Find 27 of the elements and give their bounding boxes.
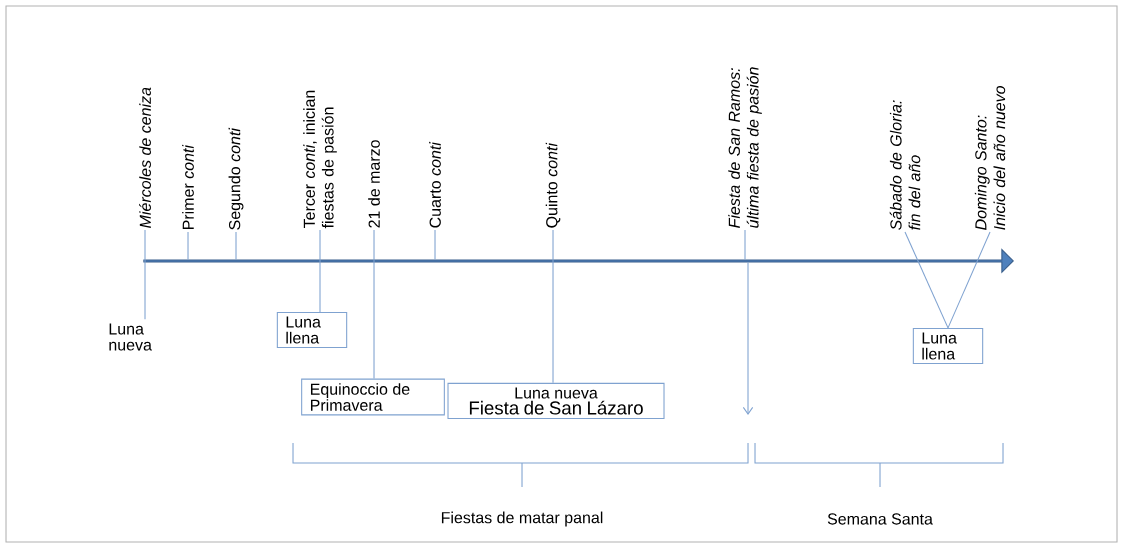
leader-line xyxy=(744,229,746,260)
timeline-label: Segundo conti xyxy=(228,127,244,230)
leader-line xyxy=(144,229,146,320)
leader-line xyxy=(235,231,237,260)
event-label: Luna nueva xyxy=(109,323,152,351)
leader-line xyxy=(904,231,949,329)
leader-line xyxy=(947,231,991,329)
event-box: Equinoccio de Primavera xyxy=(301,378,445,416)
arrow xyxy=(742,262,754,415)
timeline-label: 21 de marzo xyxy=(368,140,380,228)
bracket-label: Semana Santa xyxy=(827,513,933,525)
timeline-label: Primer conti xyxy=(182,144,194,230)
timeline-label: Miércoles de ceniza xyxy=(139,87,151,228)
event-box: Luna llena xyxy=(912,327,984,365)
leader-line xyxy=(187,231,189,260)
leader-line xyxy=(434,229,436,260)
timeline-label: Sábado de Gloria: fin del año xyxy=(889,100,921,230)
event-box: Luna nueva Fiesta de San Lázaro xyxy=(447,382,665,420)
leader-line xyxy=(373,229,375,380)
leader-line xyxy=(552,229,554,384)
timeline-label: Cuarto conti xyxy=(429,141,441,228)
event-box: Luna llena xyxy=(276,311,348,349)
bracket-label: Fiestas de matar panal xyxy=(441,511,603,527)
timeline-label: Fiesta de San Ramos: última fiesta de pasión xyxy=(728,67,762,228)
timeline-label: Domingo Santo: Inicio del año nuevo xyxy=(974,85,1006,230)
leader-line xyxy=(319,229,321,313)
timeline-label: Quinto conti xyxy=(545,142,561,228)
